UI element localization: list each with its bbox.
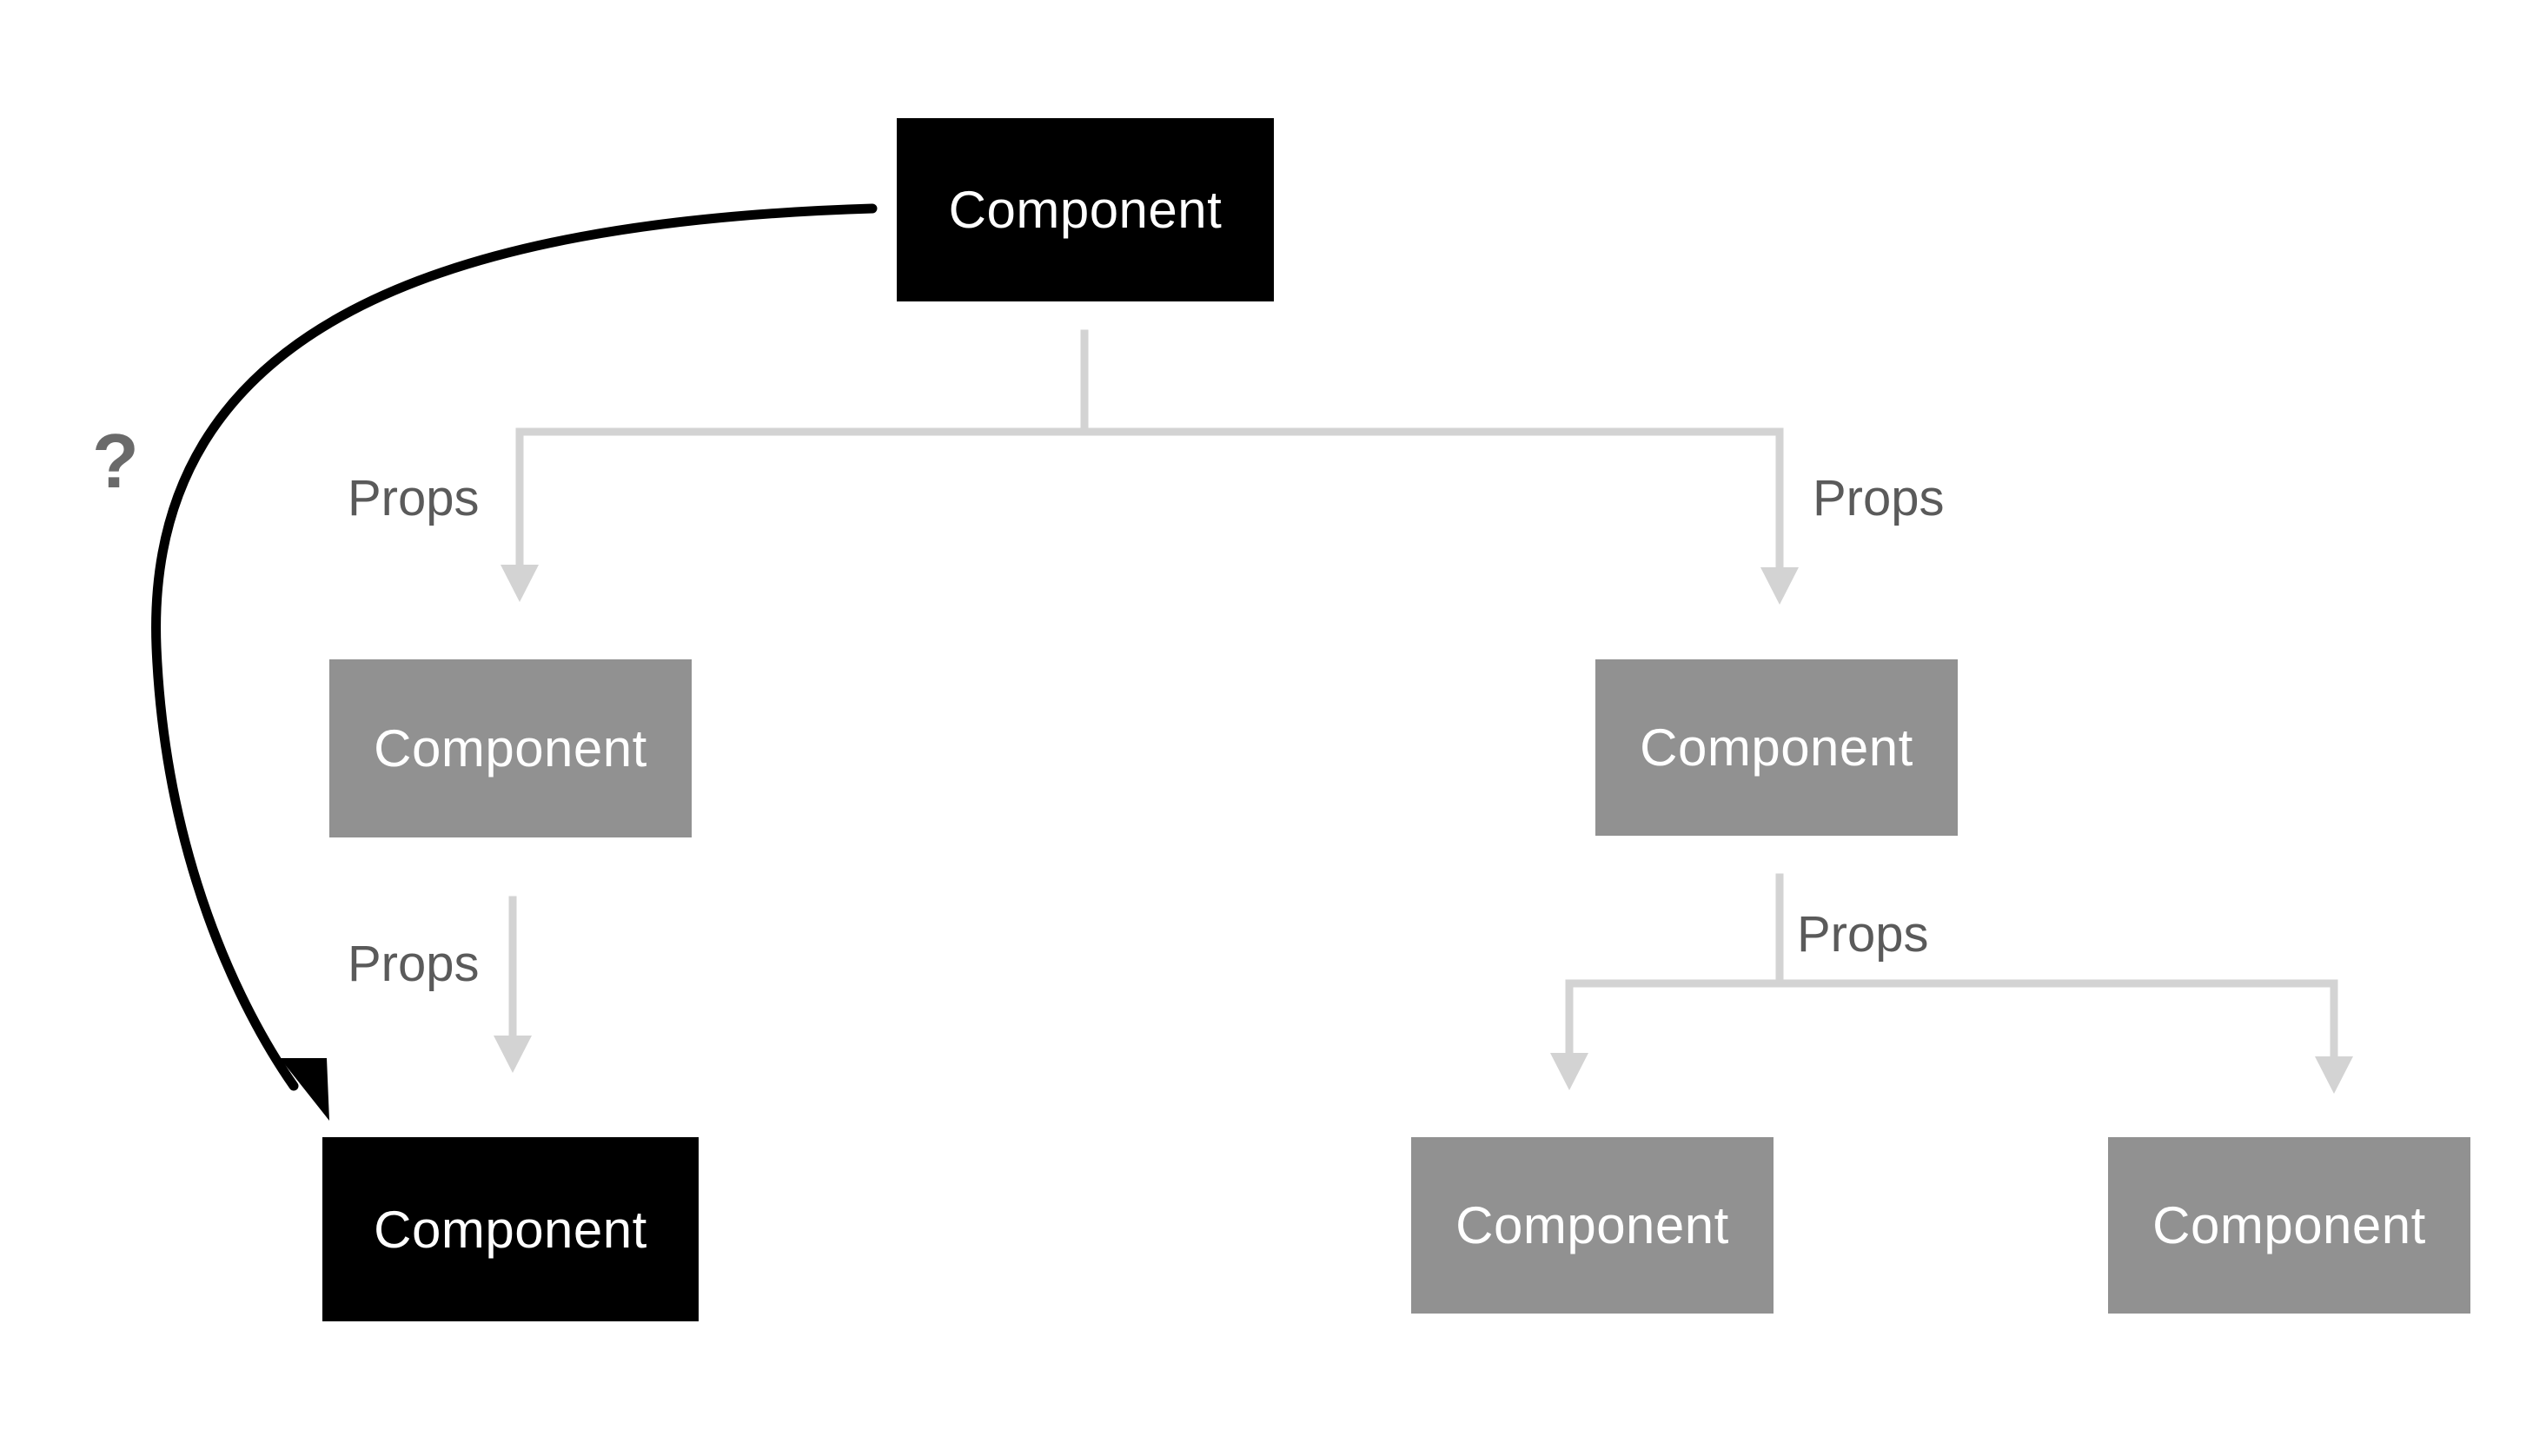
bypass-arrowhead: [280, 1058, 329, 1121]
root-component-box: Component: [897, 118, 1274, 301]
left-grandchild-component-label: Component: [374, 1200, 647, 1259]
right-grandchild-a-arrowhead: [1550, 1053, 1588, 1090]
root-to-children-connector: [515, 329, 1784, 573]
left-grandchild-component-box: Component: [322, 1137, 699, 1321]
right-grandchild-b-component-box: Component: [2108, 1137, 2470, 1314]
left-child-component-label: Component: [374, 719, 647, 778]
root-component-label: Component: [948, 181, 1223, 239]
right-child-connector: [1565, 873, 2338, 1064]
right-grandchild-a-component-label: Component: [1455, 1196, 1729, 1254]
right-child-component-box: Component: [1595, 659, 1958, 836]
props-label-left-to-grandchild: Props: [348, 936, 480, 992]
left-grandchild-arrowhead: [494, 1036, 532, 1073]
right-grandchild-b-component-label: Component: [2152, 1196, 2426, 1254]
left-child-component-box: Component: [329, 659, 692, 837]
left-child-arrowhead: [501, 565, 539, 602]
right-grandchild-a-component-box: Component: [1411, 1137, 1774, 1314]
props-label-right-to-grandchildren: Props: [1797, 906, 1929, 963]
right-grandchild-b-arrowhead: [2315, 1056, 2353, 1094]
props-label-root-to-left: Props: [348, 470, 480, 526]
bypass-question-mark: ?: [92, 418, 139, 504]
props-label-root-to-right: Props: [1813, 470, 1945, 526]
right-child-component-label: Component: [1640, 718, 1913, 777]
bypass-curved-arrow: [151, 203, 878, 1091]
right-child-arrowhead: [1760, 567, 1799, 605]
